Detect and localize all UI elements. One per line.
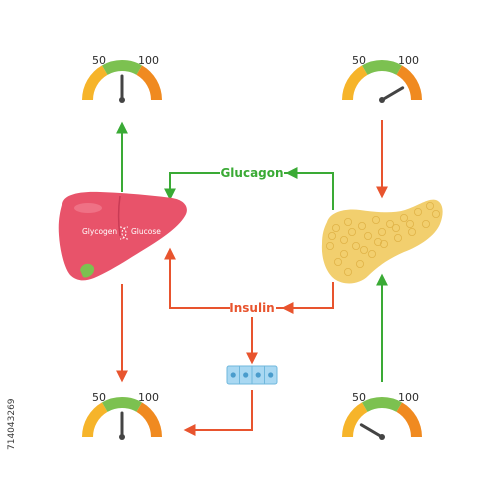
pancreas-texture-dot [357, 221, 366, 230]
cell-nucleus [230, 372, 236, 378]
pancreas-texture-dot [363, 231, 372, 240]
gauge-label-low: 50 [352, 391, 366, 404]
pancreas-texture-dot [351, 241, 360, 250]
pancreas-shape [321, 199, 443, 284]
pancreas-texture-dot [327, 231, 336, 240]
gauge-label-low: 50 [92, 54, 106, 67]
liver-lobe-line [117, 195, 121, 237]
gauge-high-segment [136, 402, 162, 437]
pancreas-texture-dot [343, 217, 352, 226]
pancreas-texture-dot [391, 223, 400, 232]
gauge-label-low: 50 [92, 391, 106, 404]
gauge-top-right: 50 100 [342, 54, 422, 103]
conversion-cycle-icon-2 [121, 226, 129, 240]
glucagon-label-bg [220, 164, 284, 182]
gauge-low-segment [342, 402, 368, 437]
glucagon-label: Glucagon [220, 166, 283, 180]
gauge-pivot [379, 434, 385, 440]
pancreas-texture [325, 201, 440, 276]
pancreas-texture-dot [367, 249, 376, 258]
pancreas-texture-dot [379, 239, 388, 248]
pancreas-texture-dot [431, 209, 440, 218]
pancreas-texture-dot [385, 219, 394, 228]
pancreas-texture-dot [405, 219, 414, 228]
gauge-label-high: 100 [398, 54, 419, 67]
pancreas-texture-dot [339, 235, 348, 244]
gauge-mid-segment [362, 397, 402, 412]
gauge-label-high: 100 [398, 391, 419, 404]
pancreas-texture-dot [373, 237, 382, 246]
gauge-low-segment [342, 65, 368, 100]
side-code: 714043269 [7, 398, 17, 450]
gauge-mid-segment [362, 59, 402, 75]
gauge-label-low: 50 [352, 54, 366, 67]
pancreas-texture-dot [377, 227, 386, 236]
pancreas-texture-dot [421, 219, 430, 228]
gauge-needle [380, 86, 405, 102]
cell-nucleus [243, 372, 249, 378]
gauge-bottom-left: 50 100 [82, 391, 162, 440]
gauge-high-segment [396, 402, 422, 437]
arrow-cells-to-bottom-left-gauge [183, 390, 253, 436]
gauge-pivot [119, 97, 125, 103]
gallbladder [80, 263, 95, 278]
gauge-low-segment [82, 402, 108, 437]
gauge-label-high: 100 [138, 391, 159, 404]
pancreas-texture-dot [331, 223, 340, 232]
pancreas-texture-dot [347, 227, 356, 236]
pancreas-texture-dot [413, 207, 422, 216]
liver-illustration: Glycogen Glucose [58, 191, 187, 281]
insulin-label: Insulin [229, 301, 274, 315]
pancreas-texture-dot [407, 227, 416, 236]
insulin-label-bg [230, 299, 276, 317]
liver-shape [58, 191, 187, 281]
pancreas-texture-dot [339, 249, 348, 258]
gauge-pivot [119, 434, 125, 440]
cell-nucleus [255, 372, 261, 378]
glycogen-label: Glycogen [82, 227, 117, 236]
gauge-mid-segment [102, 59, 142, 75]
body-cells [226, 365, 278, 385]
gauge-mid-segment [102, 397, 142, 412]
gauge-pivot [379, 97, 385, 103]
gauge-high-segment [136, 65, 162, 100]
pancreas-texture-dot [343, 267, 352, 276]
pancreas-texture-dot [371, 215, 380, 224]
pancreas-texture-dot [425, 201, 434, 210]
pancreas-texture-dot [333, 257, 342, 266]
pancreas-texture-dot [325, 241, 334, 250]
conversion-cycle-icon [119, 226, 127, 240]
gauge-low-segment [82, 65, 108, 100]
pancreas-texture-dot [399, 213, 408, 222]
liver-highlight [74, 203, 102, 213]
gauge-bottom-right: 50 100 [342, 391, 422, 440]
gauge-label-high: 100 [138, 54, 159, 67]
gauge-top-left: 50 100 [82, 54, 162, 103]
pancreas-illustration [321, 199, 443, 284]
glucose-label: Glucose [131, 227, 161, 236]
pancreas-texture-dot [359, 245, 368, 254]
gauge-needle [359, 423, 384, 439]
pancreas-texture-dot [355, 259, 364, 268]
pancreas-texture-dot [393, 233, 402, 242]
cell-nucleus [268, 372, 274, 378]
gauge-high-segment [396, 65, 422, 100]
